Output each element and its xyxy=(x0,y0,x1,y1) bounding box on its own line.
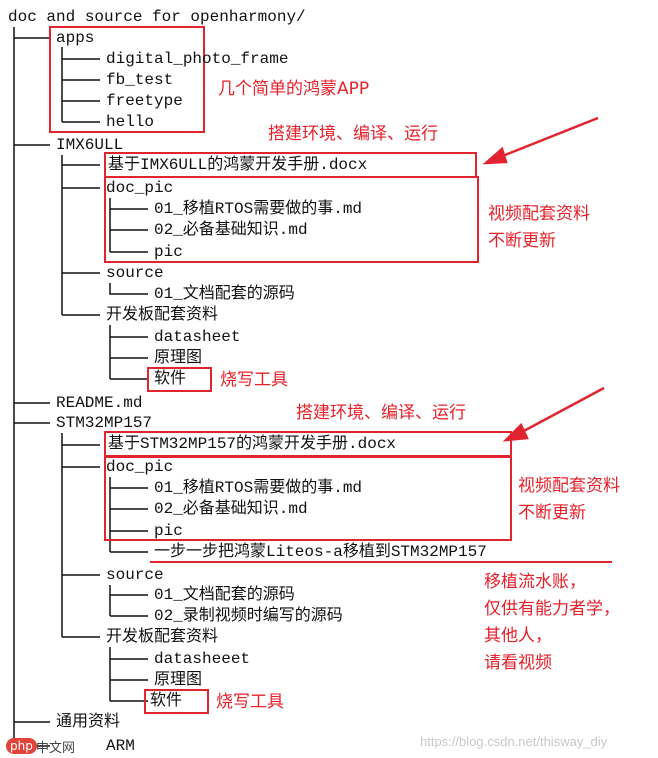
stm-software-box xyxy=(144,689,209,714)
imx-board-item: 原理图 xyxy=(154,349,203,367)
apps-item: freetype xyxy=(106,92,183,110)
imx-docpic-note: 不断更新 xyxy=(488,231,556,251)
php-logo-text: 中文网 xyxy=(36,741,76,756)
stm-docpic-item: pic xyxy=(154,522,183,540)
stm-board-note: 烧写工具 xyxy=(216,692,284,712)
stm-docpic-note: 视频配套资料 xyxy=(518,476,620,496)
stm-source-folder: source xyxy=(106,566,164,584)
watermark: https://blog.csdn.net/thisway_diy xyxy=(420,734,608,749)
stm-board-folder: 开发板配套资料 xyxy=(106,628,219,646)
apps-note: 几个简单的鸿蒙APP xyxy=(218,79,370,99)
stm-docx: 基于STM32MP157的鸿蒙开发手册.docx xyxy=(108,435,397,453)
imx-docx: 基于IMX6ULL的鸿蒙开发手册.docx xyxy=(108,156,368,174)
stm-docpic-item: 02_必备基础知识.md xyxy=(154,500,308,518)
imx-docpic-item: 02_必备基础知识.md xyxy=(154,221,308,239)
apps-box xyxy=(49,26,205,133)
imx-source-item: 01_文档配套的源码 xyxy=(154,285,295,303)
stm-docpic-box xyxy=(104,456,512,541)
apps-item: hello xyxy=(106,113,155,131)
imx-folder: IMX6ULL xyxy=(56,136,124,154)
stm-source-item: 01_文档配套的源码 xyxy=(154,586,295,604)
stm-board-item: datasheeet xyxy=(154,650,251,668)
stm-env-note: 搭建环境、编译、运行 xyxy=(296,403,466,423)
stm-folder: STM32MP157 xyxy=(56,414,153,432)
arm-folder: ARM xyxy=(106,737,135,755)
stm-liteos-note: 仅供有能力者学， xyxy=(484,599,620,619)
php-logo: php xyxy=(6,738,37,754)
stm-docpic-folder: doc_pic xyxy=(106,458,174,476)
stm-docpic-note: 不断更新 xyxy=(518,503,586,523)
imx-board-item: datasheet xyxy=(154,328,241,346)
stm-liteos-note: 移植流水账， xyxy=(484,572,586,592)
apps-folder: apps xyxy=(56,29,95,47)
stm-docpic-item: 01_移植RTOS需要做的事.md xyxy=(154,479,363,497)
root-folder: doc and source for openharmony/ xyxy=(8,8,306,26)
imx-board-item: 软件 xyxy=(154,370,187,388)
stm-board-item: 原理图 xyxy=(154,671,203,689)
arrow-head-1 xyxy=(482,146,508,165)
stm-source-item: 02_录制视频时编写的源码 xyxy=(154,607,343,625)
imx-docpic-note: 视频配套资料 xyxy=(488,204,590,224)
apps-item: fb_test xyxy=(106,71,174,89)
imx-docpic-folder: doc_pic xyxy=(106,179,174,197)
stm-liteos-note: 其他人， xyxy=(484,626,552,646)
imx-docpic-item: pic xyxy=(154,243,183,261)
imx-board-folder: 开发板配套资料 xyxy=(106,306,219,324)
stm-liteos-note: 请看视频 xyxy=(484,653,552,673)
general-folder: 通用资料 xyxy=(56,713,121,731)
imx-docpic-box xyxy=(104,176,479,263)
imx-env-note: 搭建环境、编译、运行 xyxy=(268,124,438,144)
readme-file: README.md xyxy=(56,394,143,412)
imx-board-note: 烧写工具 xyxy=(220,370,288,390)
stm-board-item: 软件 xyxy=(150,692,183,710)
imx-docpic-item: 01_移植RTOS需要做的事.md xyxy=(154,200,363,218)
stm-docpic-item: 一步一步把鸿蒙Liteos-a移植到STM32MP157 xyxy=(154,543,487,561)
imx-software-box xyxy=(147,367,212,392)
apps-item: digital_photo_frame xyxy=(106,50,289,68)
imx-source-folder: source xyxy=(106,264,164,282)
